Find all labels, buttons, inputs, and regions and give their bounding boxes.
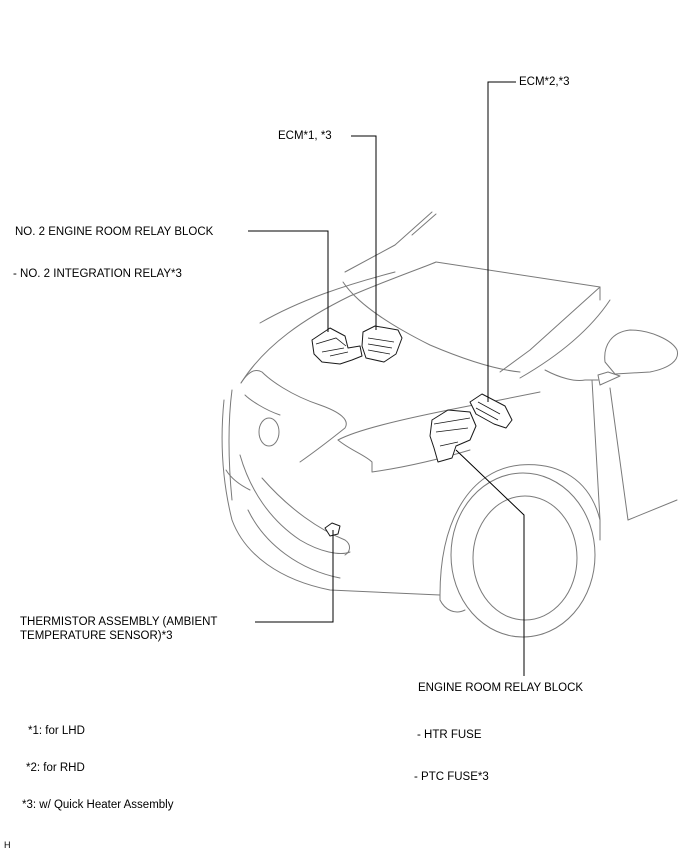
footnote-rhd: *2: for RHD bbox=[26, 762, 85, 774]
relay-block-part bbox=[429, 409, 477, 463]
hood-outline bbox=[240, 261, 437, 384]
label-thermistor-line2: TEMPERATURE SENSOR)*3 bbox=[20, 630, 173, 642]
vehicle-outline bbox=[221, 211, 679, 638]
wheel-arch-outline bbox=[439, 464, 601, 596]
label-no2-relay-block: NO. 2 ENGINE ROOM RELAY BLOCK bbox=[15, 226, 214, 238]
ecm-lhd-part bbox=[361, 325, 403, 363]
ecm-rhd-part bbox=[469, 393, 513, 429]
side-mirror-outline bbox=[604, 329, 679, 375]
footnote-lhd: *1: for LHD bbox=[28, 725, 85, 737]
label-ecm-lhd: ECM*1, *3 bbox=[278, 130, 332, 142]
corner-code: H bbox=[4, 840, 11, 850]
emblem-outline bbox=[258, 417, 280, 447]
label-relay-block: ENGINE ROOM RELAY BLOCK bbox=[418, 682, 584, 694]
wheel-outline bbox=[450, 472, 596, 638]
label-ptc-fuse: - PTC FUSE*3 bbox=[414, 771, 489, 783]
thermistor-part bbox=[324, 522, 341, 537]
leader-no2-relay-block bbox=[248, 230, 329, 332]
no2-relay-block-part bbox=[311, 327, 363, 365]
footnote-quick-heater: *3: w/ Quick Heater Assembly bbox=[22, 799, 174, 811]
label-htr-fuse: - HTR FUSE bbox=[417, 729, 482, 741]
leader-ecm-lhd bbox=[351, 135, 377, 330]
label-ecm-rhd: ECM*2,*3 bbox=[519, 76, 570, 88]
label-integration-relay: - NO. 2 INTEGRATION RELAY*3 bbox=[13, 268, 182, 280]
leader-thermistor bbox=[255, 530, 334, 623]
leader-ecm-rhd bbox=[487, 81, 516, 402]
leader-relay-block bbox=[455, 449, 525, 676]
headlight-outline bbox=[240, 369, 347, 463]
label-thermistor-line1: THERMISTOR ASSEMBLY (AMBIENT bbox=[20, 616, 218, 628]
leader-lines bbox=[248, 81, 525, 676]
